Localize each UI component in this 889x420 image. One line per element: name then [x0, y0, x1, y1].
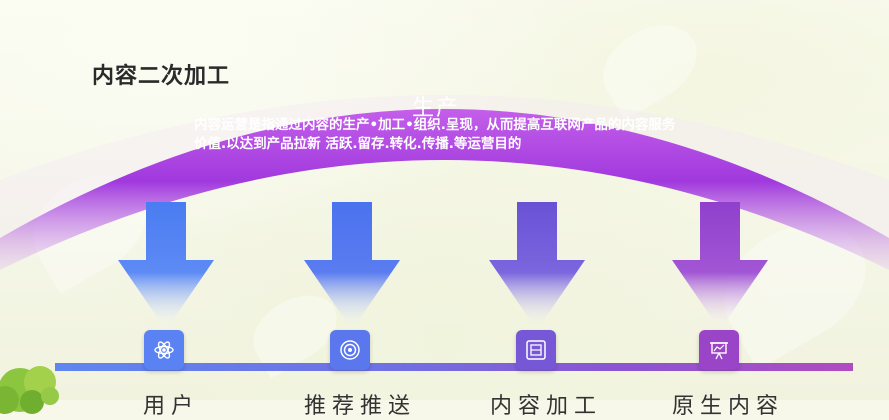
down-arrow-3	[489, 202, 585, 330]
step-label-recommend: 推荐推送	[304, 394, 417, 419]
arc-label: 生产	[412, 96, 461, 121]
tree-decoration	[0, 366, 59, 414]
step-icon-users	[144, 330, 184, 370]
production-arc	[0, 109, 889, 270]
timeline-bar	[55, 363, 853, 371]
step-icon-recommend	[330, 330, 370, 370]
step-label-users: 用户	[143, 394, 200, 419]
step-label-processing: 内容加工	[490, 394, 603, 419]
atom-icon	[154, 341, 174, 359]
target-icon	[340, 340, 360, 360]
step-icon-original	[699, 330, 739, 370]
arc-description: 内容运营是指通过内容的生产•加工•组织.呈现，从而提高互联网产品的内容服务价值.…	[194, 117, 676, 152]
frame-icon	[526, 340, 546, 360]
down-arrow-1	[118, 202, 214, 330]
presentation-icon	[710, 342, 728, 360]
step-icon-processing	[516, 330, 556, 370]
down-arrow-4	[672, 202, 768, 330]
page-title: 内容二次加工	[92, 64, 231, 89]
down-arrow-2	[304, 202, 400, 330]
step-label-original: 原生内容	[672, 394, 785, 419]
